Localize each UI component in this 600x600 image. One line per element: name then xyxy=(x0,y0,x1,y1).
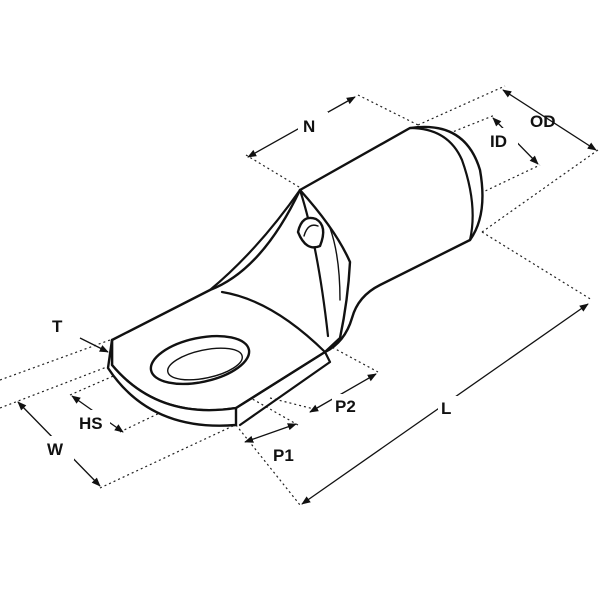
label-p1: P1 xyxy=(273,446,294,465)
label-id: ID xyxy=(490,132,507,151)
tongue-edge xyxy=(106,338,238,427)
label-l: L xyxy=(441,399,451,418)
dimension-labels: N OD ID T HS W P1 P2 L xyxy=(44,112,556,465)
label-p2: P2 xyxy=(335,397,356,416)
label-w: W xyxy=(47,440,64,459)
label-od: OD xyxy=(530,112,556,131)
label-hs: HS xyxy=(79,414,103,433)
cable-lug xyxy=(106,125,484,427)
label-n: N xyxy=(303,117,315,136)
label-t: T xyxy=(52,317,63,336)
